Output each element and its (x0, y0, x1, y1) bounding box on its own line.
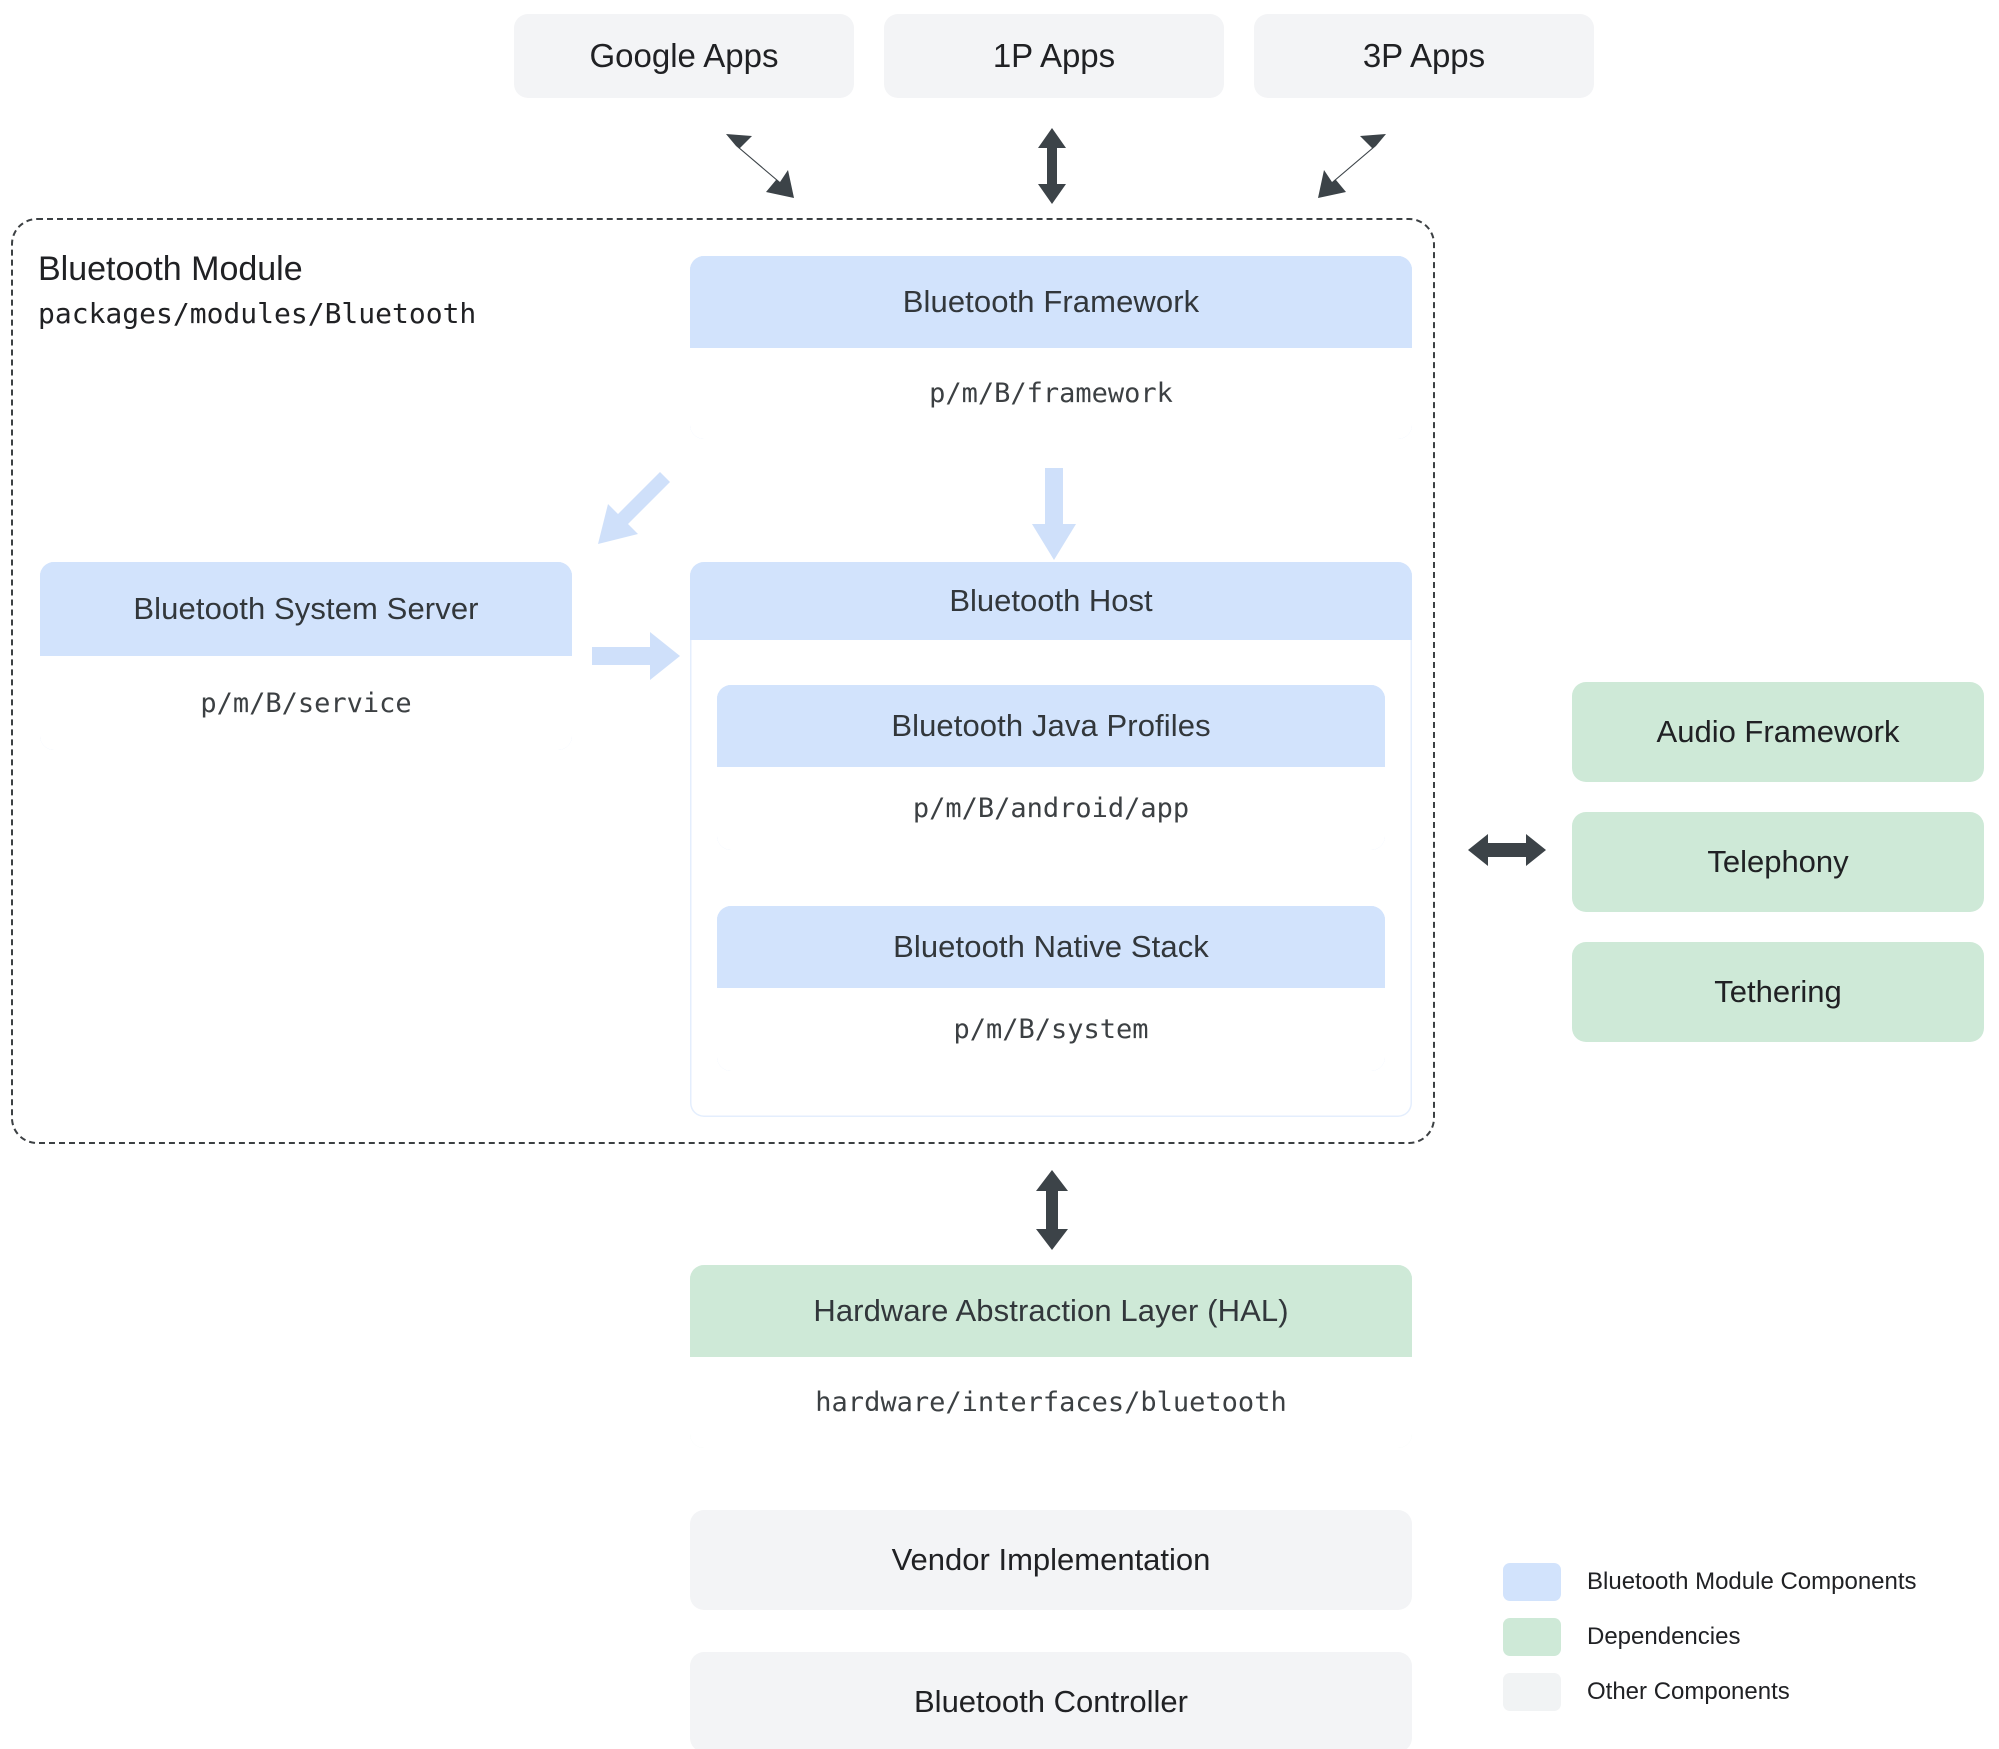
legend-swatch-blue (1503, 1563, 1561, 1601)
hal-title: Hardware Abstraction Layer (HAL) (690, 1265, 1412, 1357)
legend-item-bluetooth-module-components: Bluetooth Module Components (1503, 1561, 1973, 1603)
vendor-implementation-box: Vendor Implementation (690, 1510, 1412, 1610)
bluetooth-host-title: Bluetooth Host (690, 562, 1412, 640)
legend-item-dependencies: Dependencies (1503, 1616, 1973, 1658)
framework-to-system-server-arrow (594, 468, 674, 548)
legend-label-bluetooth-module-components: Bluetooth Module Components (1587, 1568, 1917, 1595)
bluetooth-controller-label: Bluetooth Controller (914, 1684, 1188, 1719)
bluetooth-java-profiles-title: Bluetooth Java Profiles (717, 685, 1385, 767)
bluetooth-native-stack-title: Bluetooth Native Stack (717, 906, 1385, 988)
tethering-label: Tethering (1714, 974, 1842, 1009)
1p-apps-box: 1P Apps (884, 14, 1224, 98)
3p-apps-label: 3P Apps (1362, 37, 1486, 74)
bluetooth-system-server-card: Bluetooth System Server p/m/B/service (40, 562, 572, 750)
google-apps-label: Google Apps (589, 37, 779, 74)
system-server-to-host-arrow (592, 632, 680, 680)
3p-apps-box: 3P Apps (1254, 14, 1594, 98)
1p-apps-label: 1P Apps (992, 37, 1116, 74)
1p-apps-connector-arrow (1035, 128, 1069, 204)
bluetooth-framework-title: Bluetooth Framework (690, 256, 1412, 348)
audio-framework-label: Audio Framework (1656, 714, 1900, 749)
framework-to-host-arrow (1032, 468, 1076, 560)
bluetooth-native-stack-path: p/m/B/system (717, 988, 1385, 1071)
bluetooth-controller-box: Bluetooth Controller (690, 1652, 1412, 1749)
legend-swatch-grey (1503, 1673, 1561, 1711)
tethering-box: Tethering (1572, 942, 1984, 1042)
bluetooth-java-profiles-card: Bluetooth Java Profiles p/m/B/android/ap… (717, 685, 1385, 850)
bluetooth-java-profiles-path: p/m/B/android/app (717, 767, 1385, 850)
bluetooth-module-path: packages/modules/Bluetooth (38, 297, 477, 330)
audio-framework-box: Audio Framework (1572, 682, 1984, 782)
bluetooth-framework-path: p/m/B/framework (690, 348, 1412, 439)
3p-apps-connector-arrow (1310, 130, 1394, 202)
legend-label-other-components: Other Components (1587, 1678, 1790, 1705)
hal-card: Hardware Abstraction Layer (HAL) hardwar… (690, 1265, 1412, 1448)
bluetooth-module-title: Bluetooth Module (38, 250, 303, 288)
hal-path: hardware/interfaces/bluetooth (690, 1357, 1412, 1448)
telephony-label: Telephony (1707, 844, 1849, 879)
legend-label-dependencies: Dependencies (1587, 1623, 1741, 1650)
vendor-implementation-label: Vendor Implementation (891, 1542, 1211, 1577)
google-apps-connector-arrow (718, 130, 802, 202)
legend-swatch-green (1503, 1618, 1561, 1656)
legend: Bluetooth Module Components Dependencies… (1503, 1561, 1973, 1726)
host-to-dependencies-arrow (1468, 830, 1546, 870)
bluetooth-native-stack-card: Bluetooth Native Stack p/m/B/system (717, 906, 1385, 1071)
module-to-hal-arrow (1034, 1170, 1070, 1250)
legend-item-other-components: Other Components (1503, 1671, 1973, 1713)
bluetooth-host-container: Bluetooth Host Bluetooth Java Profiles p… (690, 562, 1412, 1117)
bluetooth-system-server-path: p/m/B/service (40, 656, 572, 750)
bluetooth-framework-card: Bluetooth Framework p/m/B/framework (690, 256, 1412, 439)
google-apps-box: Google Apps (514, 14, 854, 98)
bluetooth-module-container (11, 218, 1435, 1144)
bluetooth-system-server-title: Bluetooth System Server (40, 562, 572, 656)
telephony-box: Telephony (1572, 812, 1984, 912)
